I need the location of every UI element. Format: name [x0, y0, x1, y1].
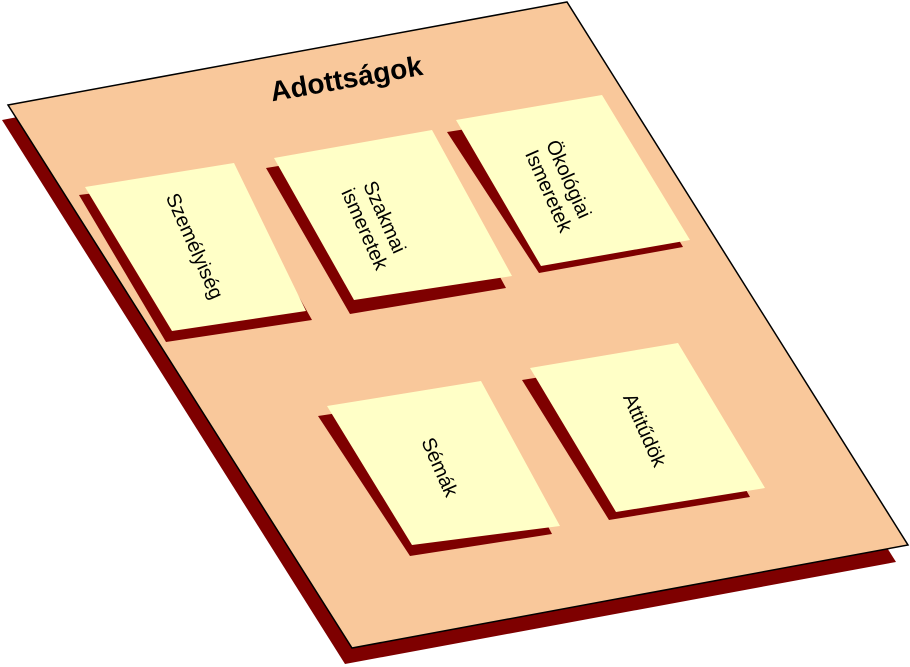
card-face [327, 381, 560, 545]
card-attitudok: Attitűdök [522, 343, 765, 520]
card-face [274, 130, 512, 300]
card-face [456, 95, 690, 266]
card-semak: Sémák [318, 381, 560, 556]
card-face [85, 163, 306, 331]
card-face [530, 343, 765, 512]
card-szemelyiseg: Személyiség [79, 163, 312, 342]
card-okologiai-ismeretek: Ökológiai Ismeretek [447, 95, 690, 273]
card-szakmai-ismeretek: Szakmai ismeretek [266, 130, 512, 314]
